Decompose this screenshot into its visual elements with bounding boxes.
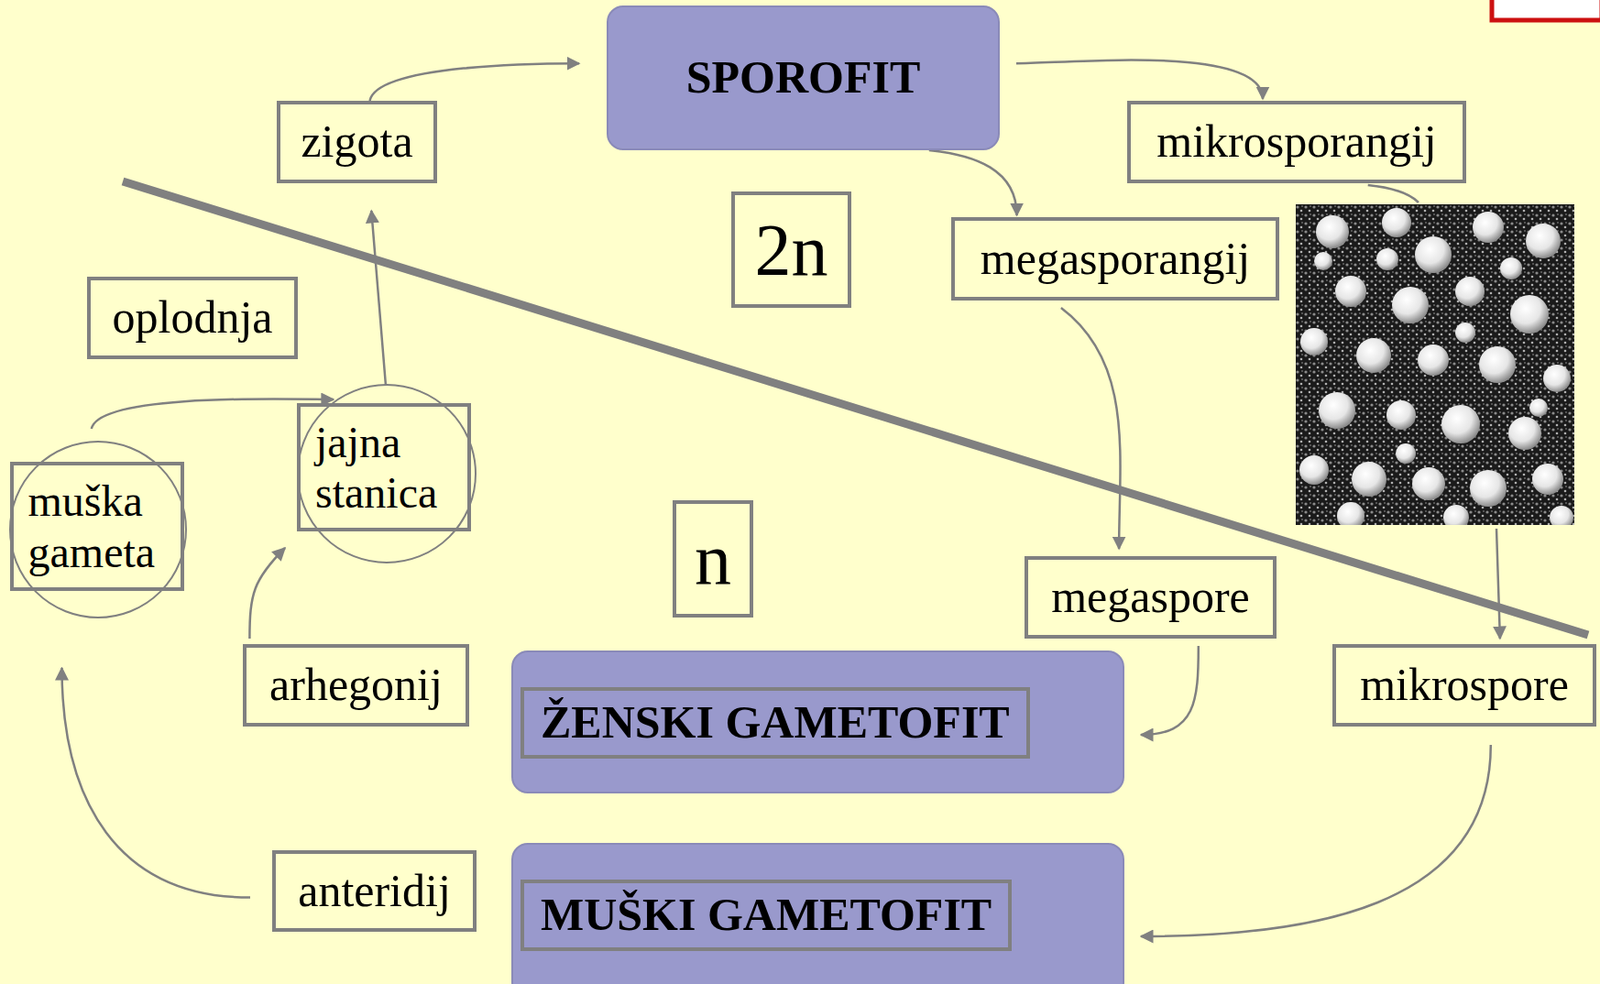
ploidy-box: n [672, 500, 754, 618]
gametophyte-box: MUŠKI GAMETOFIT [511, 843, 1125, 984]
spore [1395, 443, 1416, 464]
node-label: mikrosporangij [1156, 115, 1437, 169]
spore [1381, 208, 1412, 238]
spore [1443, 504, 1469, 526]
spore [1543, 364, 1571, 393]
gamete-box: jajna stanica [296, 403, 472, 532]
cycle-arrow [1368, 185, 1501, 639]
cycle-arrow [1061, 307, 1121, 549]
spore [1441, 405, 1480, 444]
nav-icon [1491, 0, 1600, 21]
node-label: megaspore [1051, 570, 1250, 625]
ploidy-box: 2n [731, 191, 852, 308]
node-label: n [694, 518, 732, 600]
cycle-arrow [1016, 60, 1263, 99]
ploidy-divider [122, 181, 1589, 636]
stage-box: megasporangij [951, 217, 1280, 301]
sporophyte-box: SPOROFIT [606, 5, 1000, 151]
cycle-arrow [1140, 745, 1491, 937]
sperm-circle [10, 441, 187, 618]
stage-box: mikrospore [1332, 644, 1597, 727]
spore [1412, 467, 1446, 501]
spore [1500, 257, 1523, 280]
spore [1469, 470, 1507, 507]
node-label: ŽENSKI GAMETOFIT [520, 687, 1031, 759]
spore [1314, 252, 1333, 271]
spore [1532, 463, 1564, 495]
node-label: 2n [755, 209, 829, 291]
cycle-arrow [929, 150, 1018, 216]
node-label: muška gameta [28, 475, 166, 577]
node-label: zigota [300, 115, 413, 169]
photo-ground [1295, 204, 1575, 526]
spore [1549, 505, 1574, 526]
node-label: arhegonij [269, 658, 443, 713]
node-label: MUŠKI GAMETOFIT [520, 879, 1012, 952]
spore [1356, 338, 1392, 373]
spore [1455, 322, 1476, 343]
cycle-arrow [249, 547, 285, 639]
node-label: anteridij [297, 865, 451, 919]
spore [1508, 416, 1542, 450]
node-label: megasporangij [980, 232, 1250, 286]
cycle-arrow [1140, 646, 1199, 735]
gametophyte-box: ŽENSKI GAMETOFIT [511, 650, 1125, 794]
spore [1376, 248, 1399, 271]
spore [1299, 455, 1329, 485]
node-label: SPOROFIT [686, 51, 921, 105]
spore [1479, 346, 1516, 384]
node-label: jajna stanica [315, 416, 453, 518]
spore [1472, 211, 1504, 243]
spore [1417, 344, 1449, 376]
process-box: oplodnja [87, 276, 298, 360]
spore [1335, 275, 1367, 307]
egg-circle [297, 384, 476, 563]
spore [1386, 400, 1416, 430]
stage-box: megaspore [1024, 556, 1277, 639]
organ-box: arhegonij [242, 644, 470, 727]
cycle-arrow [371, 210, 386, 385]
node-label: oplodnja [112, 291, 274, 345]
gamete-box: muška gameta [10, 461, 185, 592]
spore [1315, 215, 1349, 249]
organ-box: anteridij [272, 850, 477, 932]
spore [1336, 502, 1365, 526]
spore [1414, 236, 1452, 274]
stage-box: mikrosporangij [1127, 100, 1467, 184]
node-label: mikrospore [1359, 658, 1569, 713]
spore [1391, 286, 1429, 324]
spore [1529, 398, 1548, 417]
cycle-arrow [62, 668, 252, 899]
spore [1351, 461, 1387, 497]
spore [1510, 295, 1549, 334]
cycle-arrow [370, 63, 581, 101]
spore-micrograph [1295, 204, 1575, 526]
spore [1455, 276, 1485, 307]
stage-box: zigota [276, 100, 438, 184]
spore [1318, 392, 1356, 429]
spore [1300, 328, 1328, 356]
spore [1525, 223, 1561, 259]
